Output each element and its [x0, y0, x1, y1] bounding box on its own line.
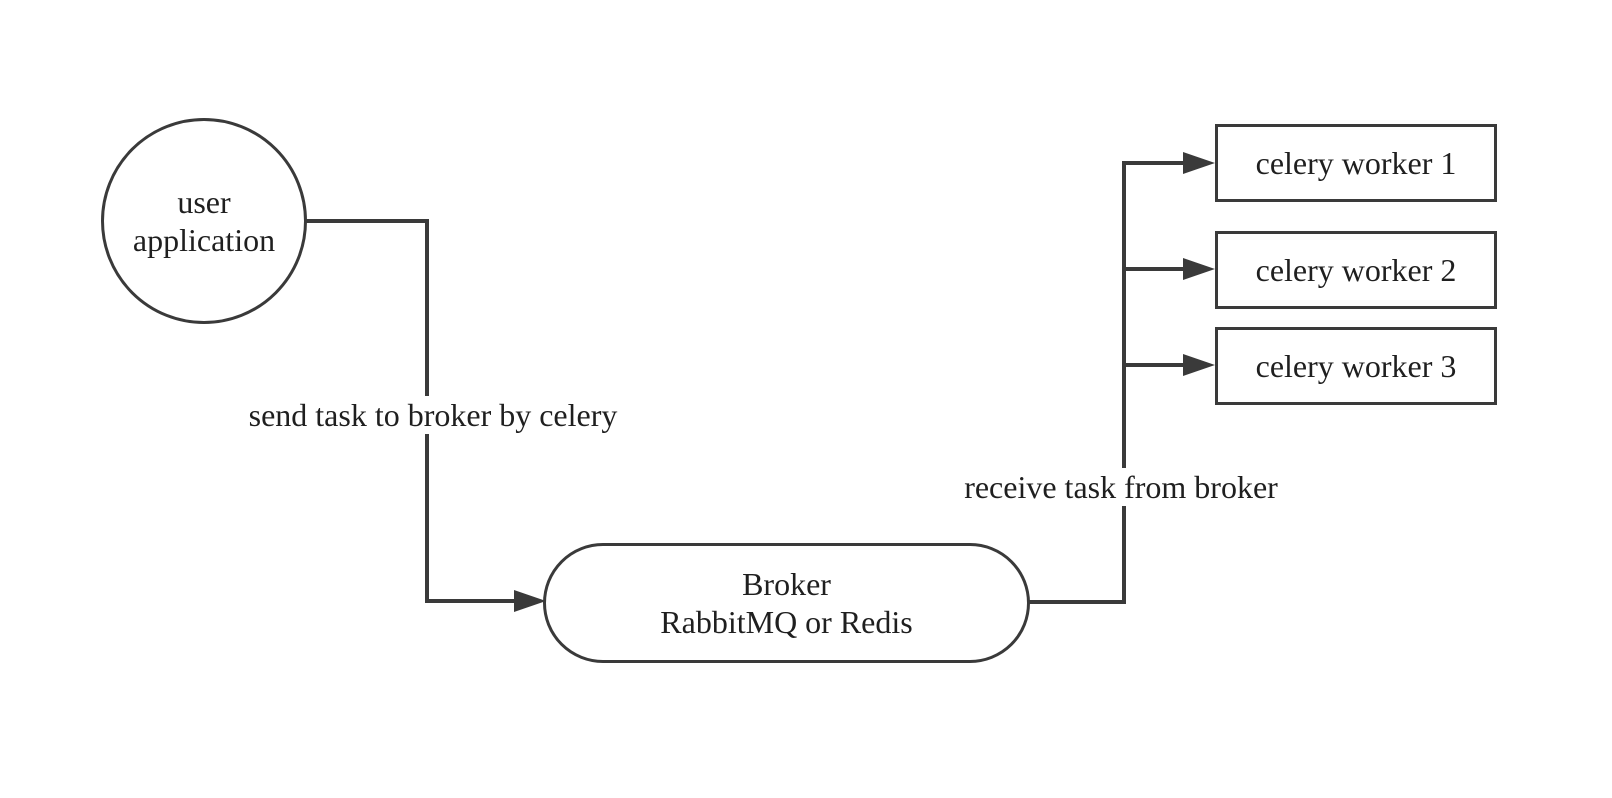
send-edge-segment-from-circle [305, 219, 429, 223]
user-application-node: user application [101, 118, 307, 324]
receive-edge-branch-2 [1122, 267, 1186, 271]
worker-node-3: celery worker 3 [1215, 327, 1497, 405]
worker-node-2: celery worker 2 [1215, 231, 1497, 309]
receive-edge-arrowhead-3-icon [1183, 354, 1215, 376]
broker-label-line2: RabbitMQ or Redis [660, 604, 913, 640]
send-edge-arrowhead-icon [514, 590, 546, 612]
user-application-label-line2: application [132, 222, 276, 258]
worker-2-label: celery worker 2 [1255, 252, 1457, 288]
receive-edge-branch-1 [1122, 161, 1186, 165]
broker-label-line1: Broker [742, 566, 831, 602]
worker-3-label: celery worker 3 [1255, 348, 1457, 384]
send-edge-segment-to-broker [425, 599, 515, 603]
receive-edge-label: receive task from broker [956, 468, 1286, 506]
send-edge-label: send task to broker by celery [240, 396, 626, 434]
receive-edge-arrowhead-1-icon [1183, 152, 1215, 174]
user-application-label-line1: user [177, 184, 231, 220]
worker-node-1: celery worker 1 [1215, 124, 1497, 202]
receive-edge-arrowhead-2-icon [1183, 258, 1215, 280]
receive-edge-segment-from-broker [1028, 600, 1126, 604]
worker-1-label: celery worker 1 [1255, 145, 1457, 181]
broker-node: Broker RabbitMQ or Redis [543, 543, 1030, 663]
receive-edge-branch-3 [1122, 363, 1186, 367]
receive-edge-trunk-vertical [1122, 161, 1126, 604]
